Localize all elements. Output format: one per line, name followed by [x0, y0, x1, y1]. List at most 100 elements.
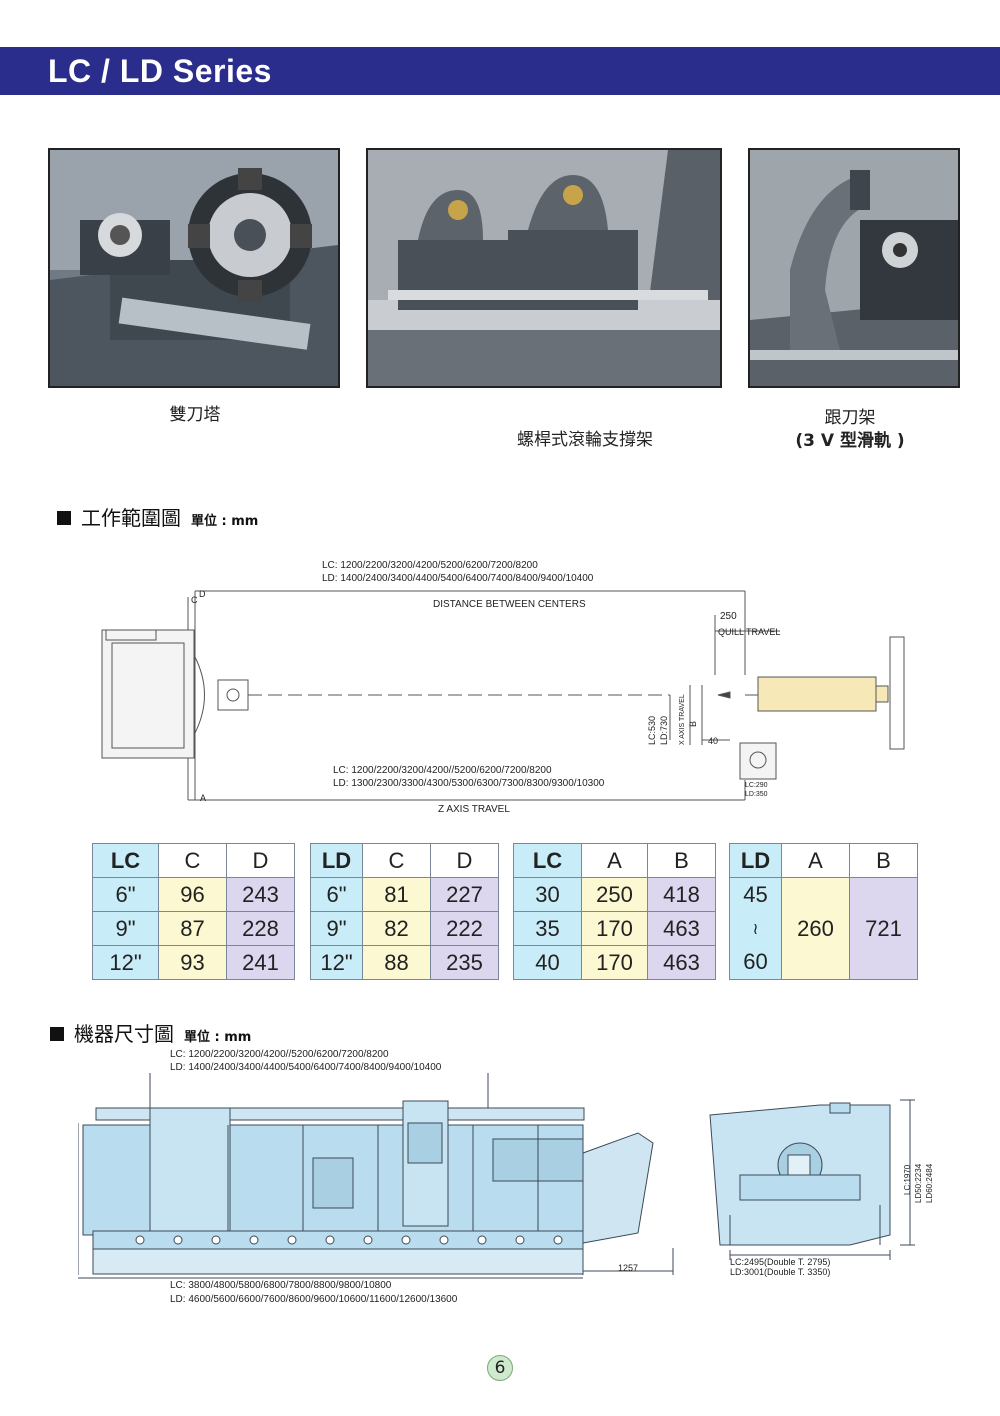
table-header-cell: D: [226, 843, 295, 878]
table-row: ≀: [729, 911, 918, 946]
table-cell-a-merged: 260: [781, 877, 850, 980]
distance-between-centers-label: DISTANCE BETWEEN CENTERS: [433, 599, 586, 610]
table-cell: 96: [158, 877, 227, 912]
section-title: 機器尺寸圖: [74, 1022, 174, 1046]
table-header-cell: LC: [92, 843, 159, 878]
table-cell: 6": [310, 877, 363, 912]
table-header-row: LD A B: [729, 843, 918, 878]
side-lc-depth: LC:2495(Double T. 2795): [730, 1257, 830, 1267]
label-c: C: [191, 595, 198, 605]
table-lc-travel: LC A B 30 250 418 35 170 463 40 170 463: [513, 843, 716, 980]
caption-steady-rest: 跟刀架: [824, 408, 876, 428]
section-title: 工作範圍圖: [81, 506, 181, 530]
table-row: 9" 82 222: [310, 911, 499, 946]
table-cell: 87: [158, 911, 227, 946]
caption-steady-rest-rail: (3 V 型滑軌 ): [795, 431, 905, 451]
table-cell: 9": [310, 911, 363, 946]
table-row: 12" 93 241: [92, 945, 295, 980]
table-header-cell: B: [647, 843, 716, 878]
table-header-cell: C: [362, 843, 431, 878]
x-ld-value: LD:730: [659, 716, 669, 745]
front-top-lc-dims: LC: 1200/2200/3200/4200//5200/6200/7200/…: [170, 1049, 389, 1060]
table-row: 40 170 463: [513, 945, 716, 980]
table-lc-chuck: LC C D 6" 96 243 9" 87 228 12" 93 241: [92, 843, 295, 980]
top-ld-dims: LD: 1400/2400/3400/4400/5400/6400/7400/8…: [322, 573, 594, 584]
caption-dual-turret: 雙刀塔: [169, 405, 221, 425]
table-cell: 82: [362, 911, 431, 946]
front-top-ld-dims: LD: 1400/2400/3400/4400/5400/6400/7400/8…: [170, 1062, 442, 1073]
table-cell: 81: [362, 877, 431, 912]
value-40: 40: [708, 736, 718, 746]
table-cell: 241: [226, 945, 295, 980]
table-cell-b-merged: 721: [849, 877, 918, 980]
label-a: A: [200, 793, 206, 803]
table-cell: 93: [158, 945, 227, 980]
top-lc-dims: LC: 1200/2200/3200/4200/5200/6200/7200/8…: [322, 560, 538, 571]
table-cell: 243: [226, 877, 295, 912]
table-cell: 222: [430, 911, 499, 946]
table-row: 45 260 721: [729, 877, 918, 980]
height-ld60: LD60:2484: [925, 1163, 934, 1203]
table-row: 9" 87 228: [92, 911, 295, 946]
section-unit: 單位 : mm: [184, 1030, 252, 1045]
photo-steady-rest: [748, 148, 960, 388]
quill-travel-label: QUILL TRAVEL: [718, 627, 780, 637]
table-header-cell: A: [781, 843, 850, 878]
table-header-row: LC A B: [513, 843, 716, 878]
side-ld-depth: LD:3001(Double T. 3350): [730, 1267, 830, 1277]
table-row: 60: [729, 945, 918, 980]
table-header-row: LC C D: [92, 843, 295, 878]
table-cell: ≀: [729, 911, 782, 946]
chip-conveyor-length: 1257: [618, 1263, 638, 1273]
x-lc-value: LC:530: [647, 716, 657, 745]
page-number: 6: [487, 1355, 513, 1381]
box-lc-value: LC:290: [745, 782, 768, 789]
label-d: D: [199, 589, 206, 599]
table-cell: 463: [647, 911, 716, 946]
table-header-row: LD C D: [310, 843, 499, 878]
section-unit: 單位 : mm: [191, 514, 259, 529]
table-cell: 170: [581, 911, 648, 946]
table-cell: 40: [513, 945, 582, 980]
table-header-cell: C: [158, 843, 227, 878]
section-heading-working-range: 工作範圍圖 單位 : mm: [57, 502, 258, 531]
header-banner: LC / LD Series: [0, 47, 1000, 95]
table-ld-travel: LD A B 45 260 721 ≀ 60: [729, 843, 918, 980]
table-cell: 6": [92, 877, 159, 912]
quill-value: 250: [720, 611, 737, 622]
box-ld-value: LD:350: [745, 791, 768, 798]
table-cell: 35: [513, 911, 582, 946]
table-header-cell: A: [581, 843, 648, 878]
table-cell: 463: [647, 945, 716, 980]
table-cell: 228: [226, 911, 295, 946]
table-header-cell: D: [430, 843, 499, 878]
working-range-diagram: LC: 1200/2200/3200/4200/5200/6200/7200/8…: [101, 560, 905, 815]
table-row: 6" 96 243: [92, 877, 295, 912]
machine-front-view: LC: 1200/2200/3200/4200//5200/6200/7200/…: [78, 1049, 674, 1305]
photo-dual-turret: [48, 148, 340, 388]
table-header-cell: LC: [513, 843, 582, 878]
table-cell: 60: [729, 945, 782, 980]
table-cell: 250: [581, 877, 648, 912]
table-cell: 235: [430, 945, 499, 980]
label-b: B: [688, 721, 698, 727]
table-row: 12" 88 235: [310, 945, 499, 980]
table-row: 30 250 418: [513, 877, 716, 912]
table-row: 6" 81 227: [310, 877, 499, 912]
section-heading-machine-dimensions: 機器尺寸圖 單位 : mm: [50, 1018, 251, 1047]
z-axis-travel-label: Z AXIS TRAVEL: [438, 804, 510, 815]
bottom-lc-dims: LC: 1200/2200/3200/4200//5200/6200/7200/…: [333, 765, 552, 776]
caption-roller-support: 螺桿式滾輪支撐架: [517, 430, 653, 450]
table-ld-chuck: LD C D 6" 81 227 9" 82 222 12" 88 235: [310, 843, 499, 980]
height-lc: LC:1970: [903, 1164, 912, 1195]
table-cell: 12": [310, 945, 363, 980]
height-ld50: LD50:2234: [914, 1163, 923, 1203]
x-axis-travel-label: X AXIS TRAVEL: [679, 694, 686, 745]
photo-roller-support: [366, 148, 722, 388]
table-cell: 30: [513, 877, 582, 912]
table-cell: 45: [729, 877, 782, 912]
bullet-square-icon: [57, 511, 71, 525]
table-cell: 9": [92, 911, 159, 946]
page-title: LC / LD Series: [48, 53, 272, 89]
table-header-cell: LD: [729, 843, 782, 878]
